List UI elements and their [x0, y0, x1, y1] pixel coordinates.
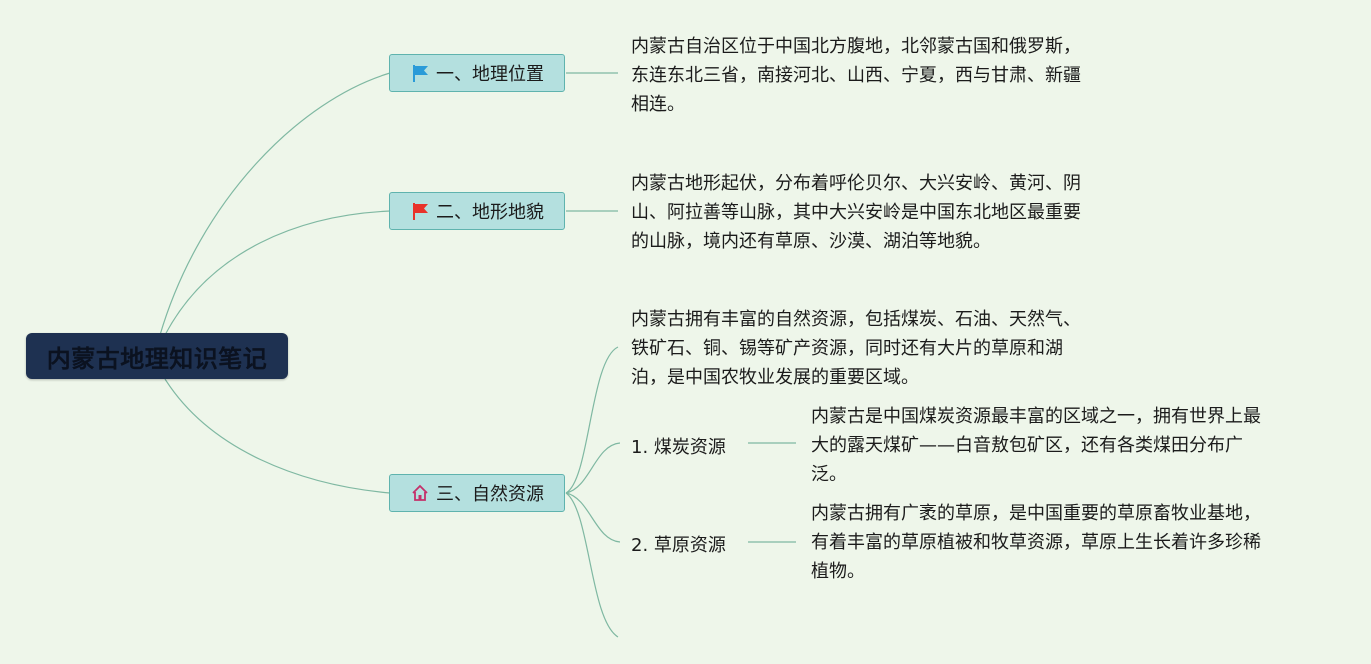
note-geographic-location: 内蒙古自治区位于中国北方腹地，北邻蒙古国和俄罗斯， 东连东北三省，南接河北、山西…	[631, 32, 1081, 119]
connector-root-branch-1	[159, 72, 391, 336]
subtopic-coal-resources[interactable]: 1. 煤炭资源	[631, 433, 726, 459]
connector-root-branch-2	[164, 210, 391, 336]
note-line: 内蒙古自治区位于中国北方腹地，北邻蒙古国和俄罗斯，	[631, 36, 1081, 57]
note-terrain: 内蒙古地形起伏，分布着呼伦贝尔、大兴安岭、黄河、阴 山、阿拉善等山脉，其中大兴安…	[631, 169, 1081, 256]
branch-label: 三、自然资源	[436, 484, 544, 505]
note-natural-resources: 内蒙古拥有丰富的自然资源，包括煤炭、石油、天然气、 铁矿石、铜、锡等矿产资源，同…	[631, 305, 1081, 392]
connector-branch-3-note	[565, 346, 619, 494]
home-icon	[410, 483, 430, 503]
root-node[interactable]: 内蒙古地理知识笔记	[26, 333, 288, 379]
note-line: 植物。	[811, 561, 865, 582]
connector-branch-3-child-1	[565, 442, 621, 494]
branch-natural-resources[interactable]: 三、自然资源	[389, 474, 565, 512]
connector-branch-3-extra	[565, 492, 619, 638]
subtopic-label: 2. 草原资源	[631, 535, 726, 556]
connector-root-branch-3	[164, 378, 391, 494]
subtopic-label: 1. 煤炭资源	[631, 437, 726, 458]
blue-flag-icon	[410, 63, 430, 83]
branch-label: 一、地理位置	[436, 64, 544, 85]
note-line: 泊，是中国农牧业发展的重要区域。	[631, 367, 919, 388]
note-line: 内蒙古地形起伏，分布着呼伦贝尔、大兴安岭、黄河、阴	[631, 173, 1081, 194]
branch-geographic-location[interactable]: 一、地理位置	[389, 54, 565, 92]
note-line: 山、阿拉善等山脉，其中大兴安岭是中国东北地区最重要	[631, 202, 1081, 223]
note-line: 泛。	[811, 464, 847, 485]
note-line: 大的露天煤矿——白音敖包矿区，还有各类煤田分布广	[811, 435, 1243, 456]
note-line: 的山脉，境内还有草原、沙漠、湖泊等地貌。	[631, 231, 991, 252]
connector-branch-3-child-2	[565, 492, 621, 543]
note-line: 相连。	[631, 94, 685, 115]
branch-terrain[interactable]: 二、地形地貌	[389, 192, 565, 230]
note-line: 有着丰富的草原植被和牧草资源，草原上生长着许多珍稀	[811, 532, 1261, 553]
note-line: 铁矿石、铜、锡等矿产资源，同时还有大片的草原和湖	[631, 338, 1063, 359]
note-line: 内蒙古拥有丰富的自然资源，包括煤炭、石油、天然气、	[631, 309, 1081, 330]
note-line: 内蒙古是中国煤炭资源最丰富的区域之一，拥有世界上最	[811, 406, 1261, 427]
note-line: 东连东北三省，南接河北、山西、宁夏，西与甘肃、新疆	[631, 65, 1081, 86]
note-line: 内蒙古拥有广袤的草原，是中国重要的草原畜牧业基地，	[811, 503, 1261, 524]
subtopic-grassland-resources[interactable]: 2. 草原资源	[631, 531, 726, 557]
note-grassland-resources: 内蒙古拥有广袤的草原，是中国重要的草原畜牧业基地， 有着丰富的草原植被和牧草资源…	[811, 499, 1261, 586]
root-title: 内蒙古地理知识笔记	[46, 344, 268, 373]
note-coal-resources: 内蒙古是中国煤炭资源最丰富的区域之一，拥有世界上最 大的露天煤矿——白音敖包矿区…	[811, 402, 1261, 489]
red-flag-icon	[410, 201, 430, 221]
branch-label: 二、地形地貌	[436, 202, 544, 223]
